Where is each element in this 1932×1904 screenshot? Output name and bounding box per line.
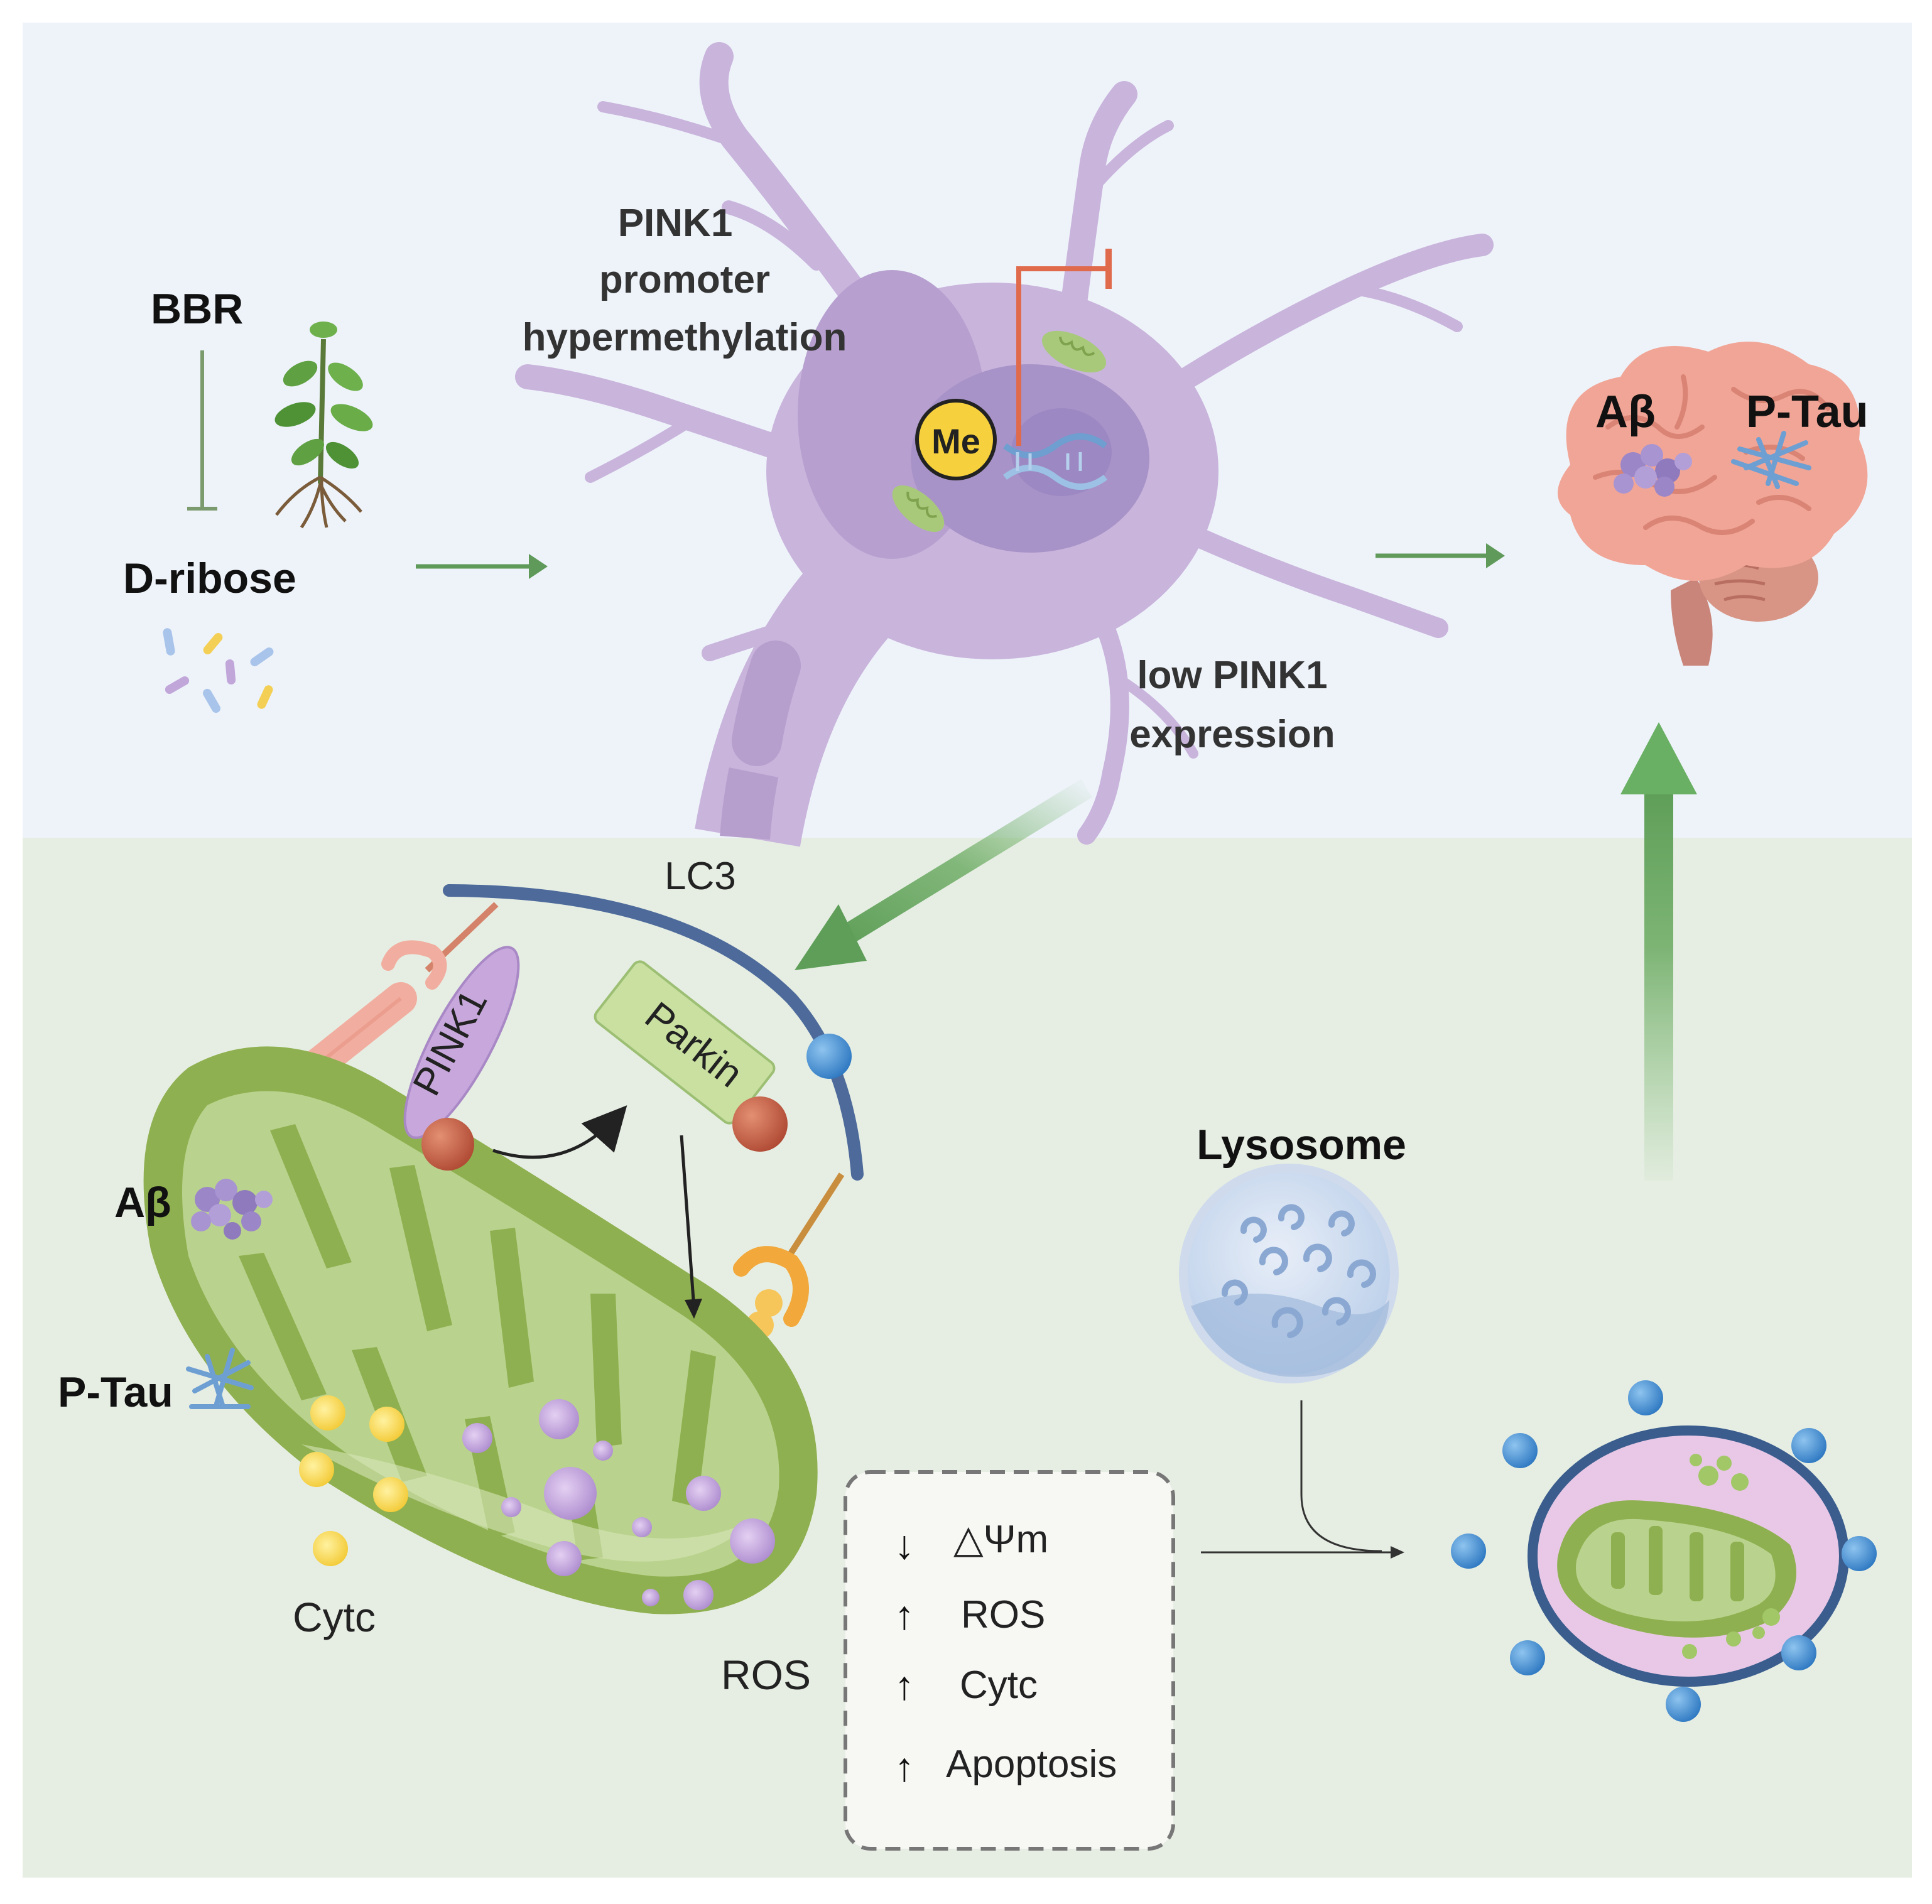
d-ribose-molecules-icon bbox=[163, 628, 274, 713]
brain-abeta-aggregate-icon bbox=[1614, 444, 1692, 497]
arrow-up-to-brain bbox=[1620, 722, 1697, 1181]
ros-label: ROS bbox=[721, 1652, 811, 1698]
promoter-inhibition-bar bbox=[1016, 249, 1112, 446]
brain-ptau-tangle-icon bbox=[1731, 431, 1811, 489]
effects-to-autolysosome-arrow bbox=[1201, 1546, 1404, 1559]
effects-box bbox=[844, 1470, 1175, 1851]
cytc-label: Cytc bbox=[293, 1594, 376, 1640]
brain-icon bbox=[1558, 342, 1868, 666]
neuron-mitochondrion-icon bbox=[892, 330, 1107, 533]
parkin-protein bbox=[594, 960, 776, 1125]
bbr-label: BBR bbox=[151, 285, 243, 333]
lysosome-to-autolysosome-line bbox=[1300, 1400, 1382, 1552]
d-ribose-label: D-ribose bbox=[123, 554, 296, 602]
brain-abeta-label: Aβ bbox=[1595, 387, 1656, 437]
pink1-promoter-line3: hypermethylation bbox=[523, 316, 847, 359]
autophagy-receptor-pink bbox=[298, 902, 499, 1084]
cytochrome-c-particles bbox=[299, 1395, 408, 1566]
effect-arrow-1: ↑ bbox=[894, 1593, 914, 1638]
lysosome-label: Lysosome bbox=[1197, 1121, 1406, 1169]
dna-icon bbox=[1003, 433, 1107, 490]
effect-arrow-0: ↓ bbox=[894, 1522, 914, 1567]
autolysosome-ubiquitin-balls bbox=[1451, 1380, 1877, 1722]
pink1-protein bbox=[403, 946, 520, 1139]
methyl-group-icon bbox=[915, 399, 997, 480]
mito-abeta-label: Aβ bbox=[114, 1179, 171, 1226]
parkin-down-arrow bbox=[680, 1135, 702, 1319]
pink1-phospho-ball bbox=[421, 1118, 474, 1171]
pink1-to-parkin-arrow bbox=[492, 1105, 627, 1159]
pink1-promoter-line1: PINK1 bbox=[618, 202, 733, 245]
low-pink1-line1: low PINK1 bbox=[1137, 654, 1327, 697]
effect-label-1: ROS bbox=[961, 1593, 1045, 1636]
effect-label-0: △Ψm bbox=[953, 1518, 1048, 1561]
mito-abeta-aggregate-icon bbox=[191, 1179, 273, 1240]
arrow-to-mitophagy bbox=[795, 779, 1092, 970]
plant-icon bbox=[274, 322, 373, 529]
lc3-label: LC3 bbox=[665, 855, 736, 898]
effect-arrow-3: ↑ bbox=[894, 1744, 914, 1790]
mito-ptau-tangle-icon bbox=[186, 1348, 254, 1409]
effects-list: ↓ △Ψm ↑ ROS ↑ Cytc ↑ Apoptosis bbox=[894, 1518, 1117, 1790]
lc3-membrane bbox=[443, 884, 864, 1181]
low-pink1-line2: expression bbox=[1129, 713, 1335, 756]
effect-label-3: Apoptosis bbox=[946, 1743, 1117, 1786]
autolysosome-icon bbox=[1528, 1425, 1849, 1687]
effect-label-2: Cytc bbox=[960, 1663, 1038, 1707]
mito-ptau-label: P-Tau bbox=[58, 1368, 173, 1416]
pink1-promoter-line2: promoter bbox=[599, 258, 770, 301]
parkin-ubiquitin-ball bbox=[732, 1096, 788, 1152]
lc3-ubiquitin-ball bbox=[806, 1034, 852, 1079]
arrow-to-neuron bbox=[416, 554, 548, 579]
brain-ptau-label: P-Tau bbox=[1746, 387, 1869, 437]
bbr-inhibition-bar bbox=[187, 350, 217, 511]
neuron-cell bbox=[515, 42, 1494, 847]
lysosome-icon bbox=[1179, 1164, 1399, 1383]
arrow-to-brain bbox=[1376, 543, 1505, 568]
ros-bubbles bbox=[462, 1399, 775, 1610]
me-label: Me bbox=[931, 421, 980, 461]
effect-arrow-2: ↑ bbox=[894, 1663, 914, 1708]
